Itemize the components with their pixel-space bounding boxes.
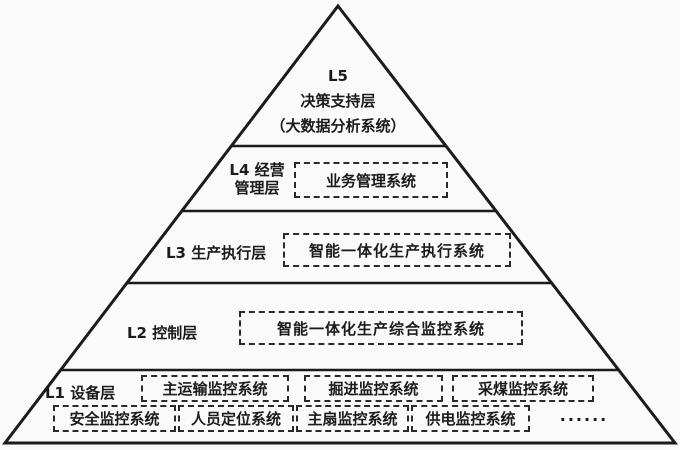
l4-label-line1: L4 经营 xyxy=(229,161,285,179)
l5-code: L5 xyxy=(328,67,348,85)
l5-name: 决策支持层 xyxy=(300,92,376,110)
l1-system-box-main-transport: 主运输监控系统 xyxy=(141,375,289,402)
level-l5-label: L5 决策支持层 （大数据分析系统） xyxy=(238,64,438,139)
l1-system-box-safety: 安全监控系统 xyxy=(53,405,176,432)
level-l1-label: L1 设备层 xyxy=(45,384,116,402)
level-l4-label: L4 经营 管理层 xyxy=(218,161,296,197)
l1-system-box-personnel-location: 人员定位系统 xyxy=(178,405,294,432)
l4-label-line2: 管理层 xyxy=(234,179,280,197)
l1-system-box-power-supply: 供电监控系统 xyxy=(411,405,530,432)
l4-system-box: 业务管理系统 xyxy=(294,162,448,198)
pyramid-triangle xyxy=(1,3,679,445)
l1-system-box-coal-mining: 采煤监控系统 xyxy=(452,375,594,402)
l1-system-box-main-fan: 主扇监控系统 xyxy=(296,405,409,432)
l5-system: （大数据分析系统） xyxy=(270,117,406,135)
level-l2-label: L2 控制层 xyxy=(127,324,198,342)
l3-system-box: 智能一体化生产执行系统 xyxy=(283,233,511,267)
l1-system-box-tunneling: 掘进监控系统 xyxy=(304,375,443,402)
more-systems-ellipsis: ...... xyxy=(559,406,609,425)
l2-system-box: 智能一体化生产综合监控系统 xyxy=(239,311,523,345)
level-l3-label: L3 生产执行层 xyxy=(166,244,267,262)
